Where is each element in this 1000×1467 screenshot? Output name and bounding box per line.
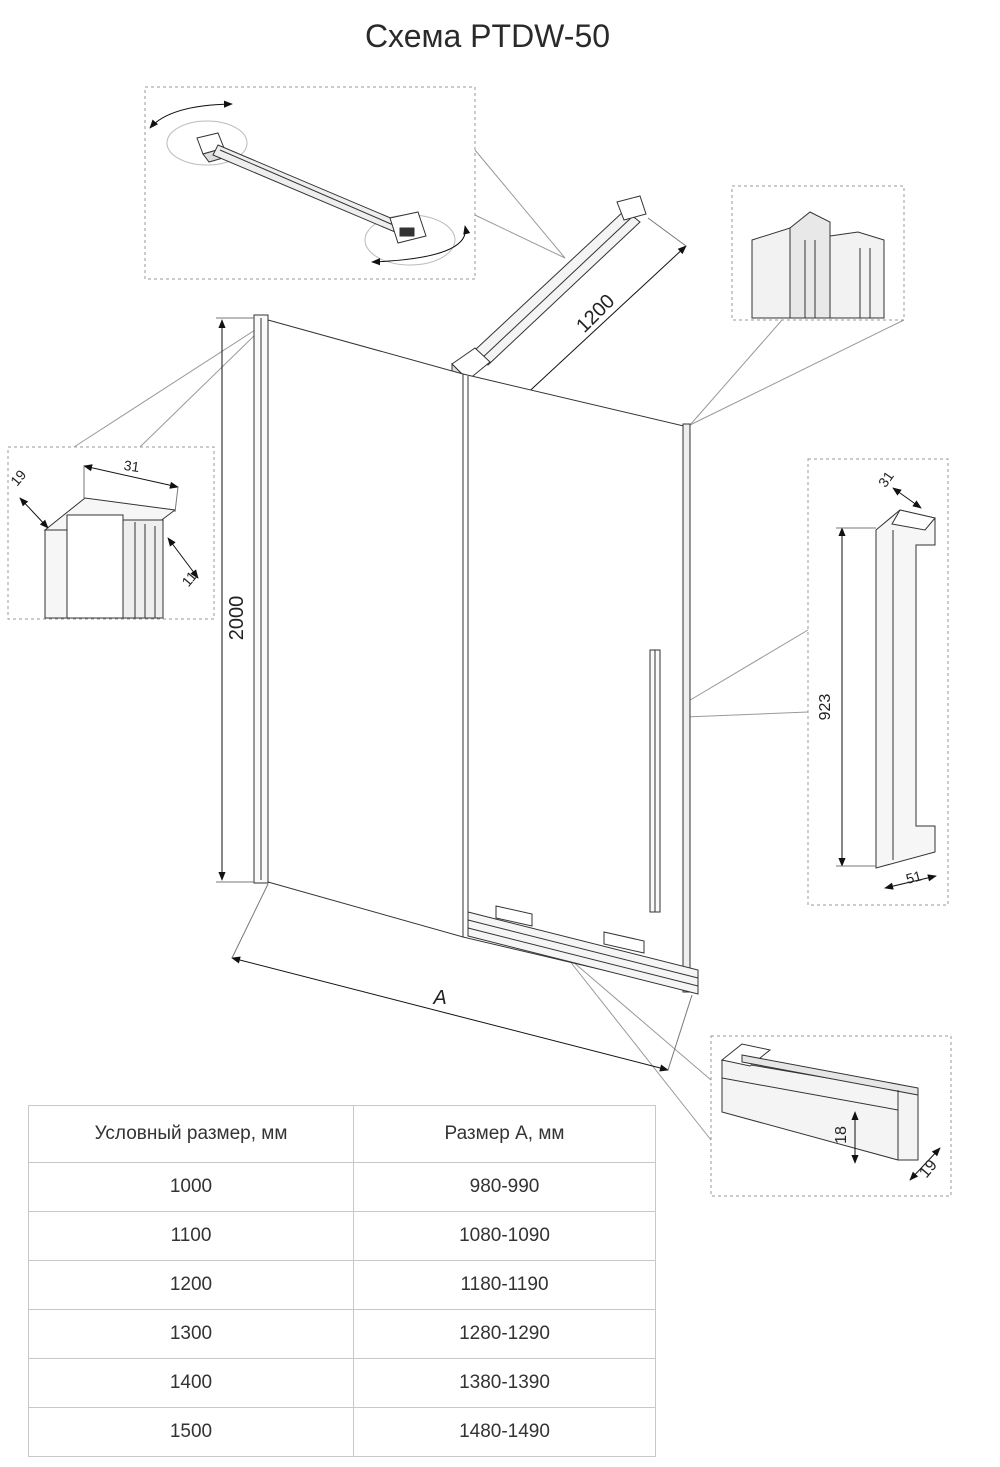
table-row: 1400 1380-1390 [28,1358,656,1408]
bar-length-dimension-line [506,245,687,413]
nominal-size-cell: 1300 [28,1309,354,1359]
size-a-cell: 1480-1490 [353,1407,656,1457]
wall-profile-detail [751,211,885,319]
size-table: Условный размер, мм Размер А, мм 1000 98… [28,1105,656,1457]
nominal-size-cell: 1100 [28,1211,354,1261]
top-profile-depth-dimension [19,497,49,529]
right-edge-profile [682,423,691,993]
nominal-size-cell: 1500 [28,1407,354,1457]
header-size-a: Размер А, мм [353,1105,656,1163]
table-row: 1100 1080-1090 [28,1211,656,1261]
handle-base-dimension [884,874,937,890]
nominal-size-cell: 1000 [28,1162,354,1212]
stabilizer-bar-detail-box [144,86,476,280]
table-header-row: Условный размер, мм Размер А, мм [28,1105,656,1163]
handle-depth-dimension [892,487,922,509]
rail-width-dimension [909,1147,941,1181]
size-a-cell: 980-990 [353,1162,656,1212]
width-a-label: A [432,987,446,1009]
diagram-title: Схема PTDW-50 [364,18,611,54]
top-profile-detail-box [7,446,215,620]
stabilizer-bar [451,195,647,391]
header-nominal-size: Условный размер, мм [28,1105,354,1163]
handle-detail [875,509,936,869]
table-row: 1300 1280-1290 [28,1309,656,1359]
table-row: 1500 1480-1490 [28,1407,656,1457]
size-a-cell: 1280-1290 [353,1309,656,1359]
fixed-glass-panel [267,319,464,938]
nominal-size-cell: 1400 [28,1358,354,1408]
rail-detail [720,1043,919,1161]
width-a-dimension-line [231,956,669,1072]
handle-depth-label: 31 [875,468,897,490]
handle-detail-box [807,458,949,906]
top-profile-slot-label: 11 [178,568,200,590]
size-a-cell: 1080-1090 [353,1211,656,1261]
table-row: 1200 1180-1190 [28,1260,656,1310]
wall-profile-detail-box [731,185,905,321]
handle-base-label: 51 [904,867,923,887]
rail-width-label: 19 [916,1157,941,1182]
stabilizer-bar-detail [149,100,471,266]
rail-detail-box [710,1035,952,1197]
top-profile-width-label: 31 [123,457,141,475]
height-label: 2000 [226,596,248,641]
top-profile-depth-label: 19 [7,467,29,489]
nominal-size-cell: 1200 [28,1260,354,1310]
top-profile-width-dimension [83,464,179,489]
handle-length-label: 923 [817,694,834,721]
door-assembly [253,314,699,995]
table-row: 1000 980-990 [28,1162,656,1212]
rail-height-label: 18 [833,1126,850,1144]
size-a-cell: 1380-1390 [353,1358,656,1408]
size-a-cell: 1180-1190 [353,1260,656,1310]
top-profile-detail [43,497,177,619]
top-profile-slot-dimension [167,537,199,579]
